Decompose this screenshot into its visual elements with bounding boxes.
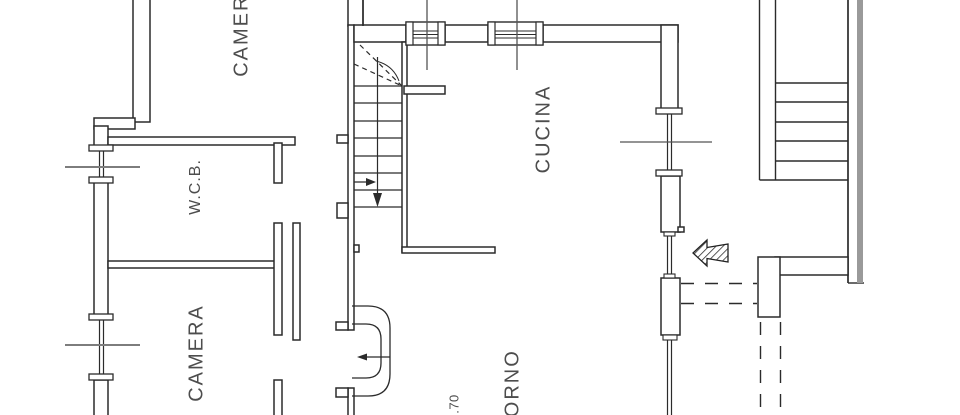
wall-tick-4 (335, 387, 349, 398)
window-post (535, 21, 544, 46)
window-post (405, 21, 414, 46)
entry-direction-arrowhead (357, 353, 367, 361)
wall-stair-stub (403, 85, 446, 95)
window-post (437, 21, 446, 46)
landing-north-wall (774, 256, 849, 276)
window-top-1 (405, 0, 446, 70)
wall-west-lower (347, 387, 355, 415)
wall-partition-low (273, 379, 283, 415)
wall-camera-wcb (107, 136, 296, 146)
wall-wcb-bottom (107, 260, 281, 269)
wall-left-exterior-3 (93, 379, 109, 415)
door-frame (663, 231, 676, 237)
wall-tick-3 (335, 321, 349, 331)
room-label-wcb: W.C.B. (187, 159, 204, 215)
wall-west-corner (347, 0, 364, 27)
window-cucina (620, 107, 712, 177)
room-label-camera-bottom: CAMERA (185, 304, 207, 402)
wall-east-tick (677, 226, 685, 233)
window-wcb (65, 144, 140, 184)
walls-main-section (335, 0, 685, 415)
wall-east-top (660, 24, 679, 111)
stair-winder-arc (375, 60, 400, 82)
room-label-cucina: CUCINA (532, 85, 554, 174)
entrance-arrow (692, 238, 729, 268)
wall-tick-5 (353, 244, 360, 253)
window-frame (88, 373, 114, 381)
wall-west-upper (347, 24, 355, 331)
wall-top-2 (444, 24, 489, 43)
entry-step-inner (352, 323, 382, 379)
landing-walls (757, 256, 849, 318)
window-frame (655, 107, 683, 115)
wall-tick-2 (336, 202, 349, 219)
window-frame (88, 313, 114, 321)
wall-stair-right (401, 41, 408, 253)
wall-top-camera-left (132, 0, 151, 123)
door-frame (662, 334, 678, 341)
walls-left-section (93, 0, 301, 415)
window-frame (88, 176, 114, 184)
dimension-label-height: .70 (446, 394, 461, 414)
entry-step-outer (352, 305, 391, 397)
wall-jog (93, 117, 136, 130)
window-frame (655, 169, 683, 177)
overhang-dashed-lines (681, 282, 782, 415)
room-labels: CAMERA W.C.B. CAMERA CUCINA SOGGIORNO .7… (185, 0, 554, 415)
external-staircase (758, 0, 864, 284)
wall-partition-mid (273, 222, 283, 336)
wall-top-3 (542, 24, 679, 43)
wall-wcb-right-stub (273, 142, 283, 184)
room-label-soggiorno: SOGGIORNO (501, 349, 523, 415)
window-post (487, 21, 496, 46)
window-camera-bottom (65, 313, 140, 381)
stair-winder-line (359, 44, 403, 87)
glazed-door-east-2 (662, 334, 678, 415)
wall-left-exterior-2 (93, 180, 109, 317)
landing-pier (757, 256, 781, 318)
glazed-door-east-1 (663, 231, 676, 279)
internal-staircase (353, 44, 403, 208)
wall-tick-1 (336, 134, 349, 144)
wall-east-pier-2 (660, 277, 681, 336)
window-frame (487, 21, 544, 46)
stair-entry-arrowhead (366, 178, 376, 186)
stair-down-arrowhead (373, 193, 382, 207)
door-frame (663, 273, 676, 279)
wall-corridor-right (292, 222, 301, 341)
window-frame (88, 144, 114, 152)
room-label-camera-top: CAMERA (230, 0, 252, 77)
window-top-2 (487, 0, 544, 70)
wall-top-1 (353, 24, 407, 43)
wall-east-pier-1 (660, 175, 681, 233)
wall-below-stair (401, 246, 496, 254)
